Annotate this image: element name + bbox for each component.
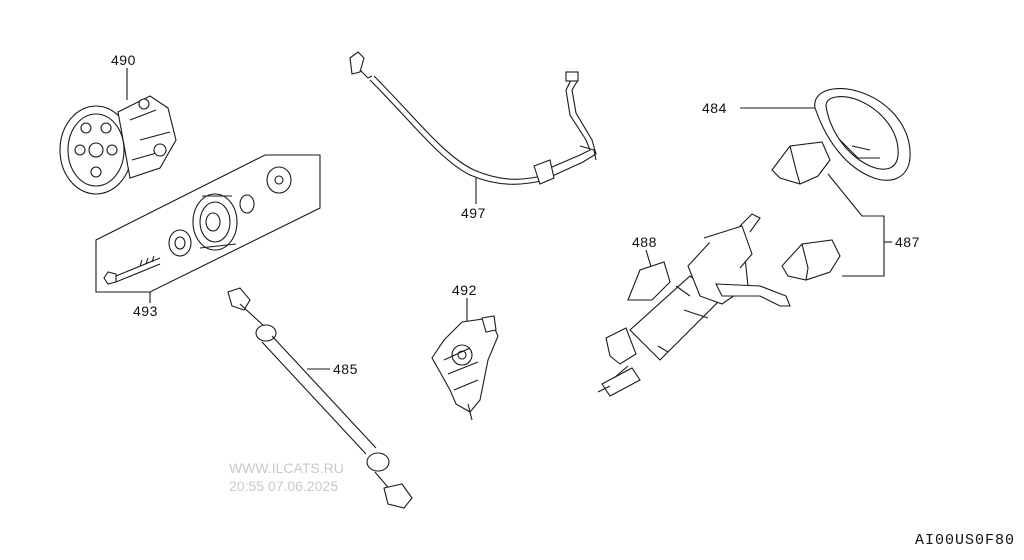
part-label-485[interactable]: 485	[333, 361, 358, 377]
power-steering-pump-illustration	[59, 68, 177, 195]
pressure-hose-illustration	[349, 51, 597, 204]
part-label-487[interactable]: 487	[895, 234, 920, 250]
steering-wheel-illustration	[740, 88, 911, 181]
intermediate-shaft-illustration	[227, 287, 413, 509]
idler-pulley-assembly-illustration	[95, 154, 321, 303]
watermark-site: WWW.ILCATS.RU	[229, 460, 344, 476]
steering-column-illustration	[597, 213, 791, 397]
steering-gear-illustration	[431, 298, 499, 421]
part-label-492[interactable]: 492	[452, 282, 477, 298]
column-cover-illustration	[771, 141, 892, 281]
part-label-488[interactable]: 488	[632, 234, 657, 250]
part-label-490[interactable]: 490	[111, 52, 136, 68]
part-label-484[interactable]: 484	[702, 100, 727, 116]
part-label-497[interactable]: 497	[461, 205, 486, 221]
part-label-493[interactable]: 493	[133, 303, 158, 319]
watermark-timestamp: 20:55 07.06.2025	[229, 478, 338, 494]
diagram-code: AI00US0F80	[915, 532, 1016, 549]
